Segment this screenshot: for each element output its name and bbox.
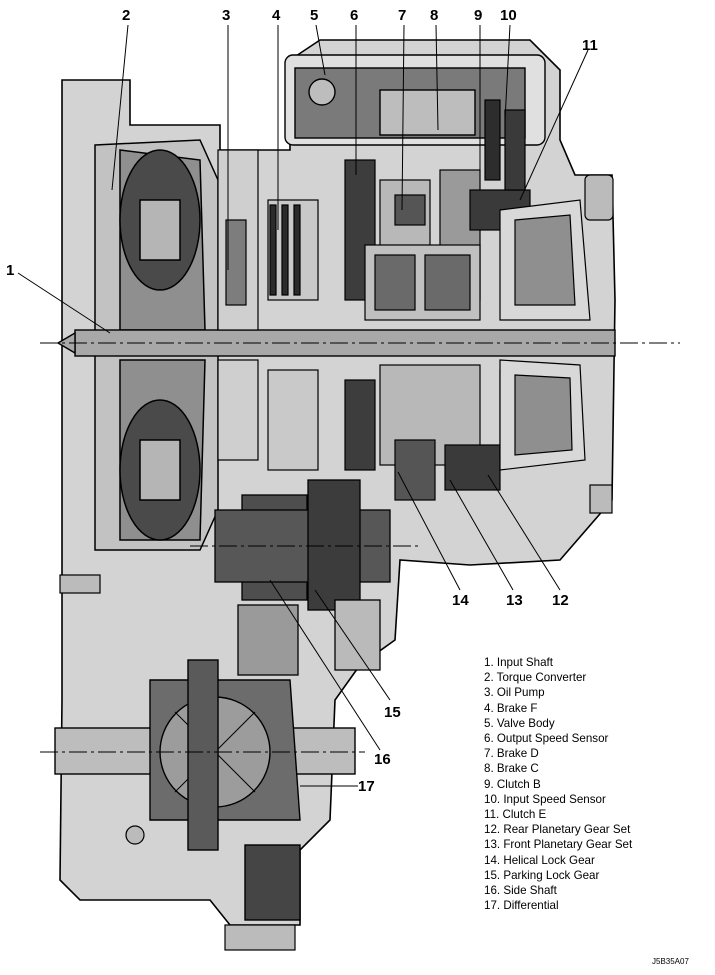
callout-14: 14 — [452, 592, 469, 609]
callout-4: 4 — [272, 7, 281, 24]
callout-1: 1 — [6, 262, 15, 279]
callout-7: 7 — [398, 7, 407, 24]
planetary-gear-sets — [364, 199, 591, 471]
legend-item: 5. Valve Body — [484, 716, 555, 730]
legend-item: 7. Brake D — [484, 747, 539, 761]
oil-pump — [217, 149, 259, 461]
legend-item: 13. Front Planetary Gear Set — [484, 838, 633, 852]
callout-15: 15 — [384, 704, 401, 721]
callout-5: 5 — [310, 7, 319, 24]
legend-item: 4. Brake F — [484, 701, 538, 715]
callout-9: 9 — [474, 7, 483, 24]
legend-item: 15. Parking Lock Gear — [484, 868, 600, 882]
callout-11: 11 — [582, 37, 598, 54]
differential — [40, 659, 365, 921]
callout-13: 13 — [506, 592, 523, 609]
legend-item: 2. Torque Converter — [484, 671, 587, 685]
bolts — [59, 174, 614, 951]
parts-legend: 1. Input Shaft 2. Torque Converter 3. Oi… — [484, 655, 632, 913]
callout-10: 10 — [500, 7, 517, 24]
legend-item: 14. Helical Lock Gear — [484, 853, 595, 867]
legend-item: 10. Input Speed Sensor — [484, 792, 606, 806]
callout-2: 2 — [122, 7, 131, 24]
callout-12: 12 — [552, 592, 569, 609]
counter-gear-assembly — [190, 479, 420, 676]
input-shaft — [40, 329, 680, 357]
legend-item: 12. Rear Planetary Gear Set — [484, 823, 631, 837]
legend-item: 3. Oil Pump — [484, 686, 545, 700]
legend-item: 9. Clutch B — [484, 777, 541, 791]
leader-lines — [17, 24, 589, 787]
callout-8: 8 — [430, 7, 439, 24]
legend-item: 1. Input Shaft — [484, 656, 553, 669]
legend-item: 11. Clutch E — [484, 808, 547, 822]
callout-6: 6 — [350, 7, 359, 24]
legend-item: 6. Output Speed Sensor — [484, 732, 609, 746]
callout-17: 17 — [358, 778, 375, 795]
callout-16: 16 — [374, 751, 391, 768]
legend-item: 17. Differential — [484, 899, 559, 913]
figure-code: J5B35A07 — [652, 957, 689, 966]
legend-item: 8. Brake C — [484, 762, 539, 776]
legend-item: 16. Side Shaft — [484, 884, 557, 898]
callout-3: 3 — [222, 7, 231, 24]
